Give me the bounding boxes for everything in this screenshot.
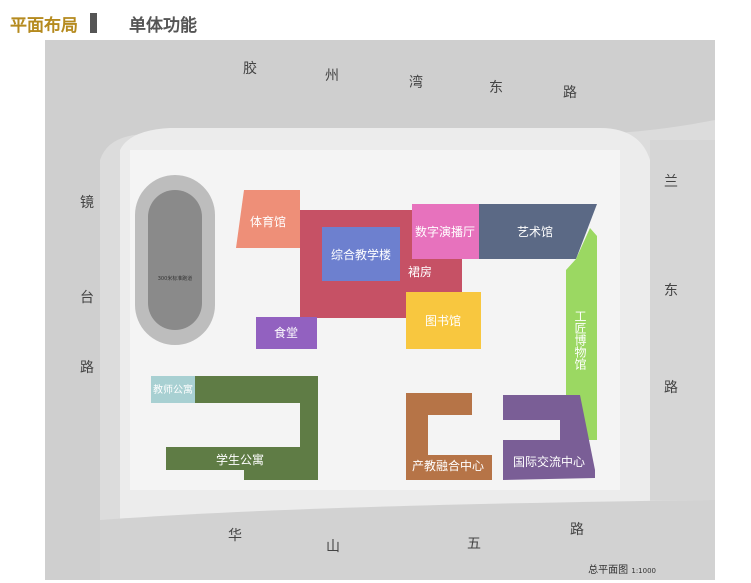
west-road-3: 路 (80, 360, 94, 376)
east-road-2: 东 (664, 283, 678, 299)
teacher-apartment (151, 376, 195, 403)
industry-center (406, 393, 492, 480)
north-road-5: 路 (563, 85, 577, 101)
south-road-3: 五 (467, 536, 481, 552)
teacher-apt-label: 教师公寓 (153, 383, 193, 396)
north-road-4: 东 (489, 80, 503, 96)
east-road-3: 路 (664, 380, 678, 396)
intl-center (503, 395, 595, 480)
canteen-building (256, 317, 317, 349)
south-road-4: 路 (570, 522, 584, 538)
studio-label: 数字演播厅 (415, 224, 475, 239)
industry-label: 产教融合中心 (412, 458, 484, 473)
studio-building (412, 204, 479, 259)
north-road-1: 胶 (243, 60, 257, 77)
museum-building (566, 228, 597, 440)
art-label: 艺术馆 (517, 224, 553, 239)
sports-field (148, 190, 202, 330)
library-label: 图书馆 (425, 313, 461, 328)
scale-title: 总平面图 (588, 565, 629, 576)
header: 平面布局 单体功能 (10, 10, 197, 36)
south-road (100, 500, 715, 580)
divider (90, 13, 97, 33)
east-road (650, 140, 715, 500)
north-road-2: 州 (325, 68, 339, 84)
south-road-2: 山 (326, 539, 340, 555)
gym-building (236, 190, 300, 248)
east-road-1: 兰 (664, 174, 678, 190)
subtitle: 单体功能 (129, 15, 197, 36)
road-area (45, 40, 715, 580)
student-apt-label: 学生公寓 (216, 452, 264, 467)
library-building (406, 292, 481, 349)
section-title: 平面布局 (10, 15, 78, 36)
gym-label: 体育馆 (250, 214, 286, 229)
track-label: 300米标准跑道 (158, 275, 193, 282)
scale-ratio: 1:1000 (631, 567, 656, 575)
museum-label: 工匠博物馆 (573, 310, 587, 370)
podium-label: 裙房 (408, 264, 432, 279)
west-road-1: 镜 (80, 195, 94, 211)
teaching-label: 综合教学楼 (331, 247, 391, 262)
canteen-label: 食堂 (274, 325, 298, 340)
art-building (479, 204, 597, 259)
student-apartment (166, 376, 318, 480)
scale-caption: 总平面图 1:1000 (588, 561, 656, 576)
south-road-1: 华 (228, 528, 242, 544)
teaching-building (322, 227, 400, 281)
north-road-3: 湾 (409, 74, 423, 91)
intl-label: 国际交流中心 (513, 454, 585, 469)
west-road-2: 台 (80, 290, 94, 306)
